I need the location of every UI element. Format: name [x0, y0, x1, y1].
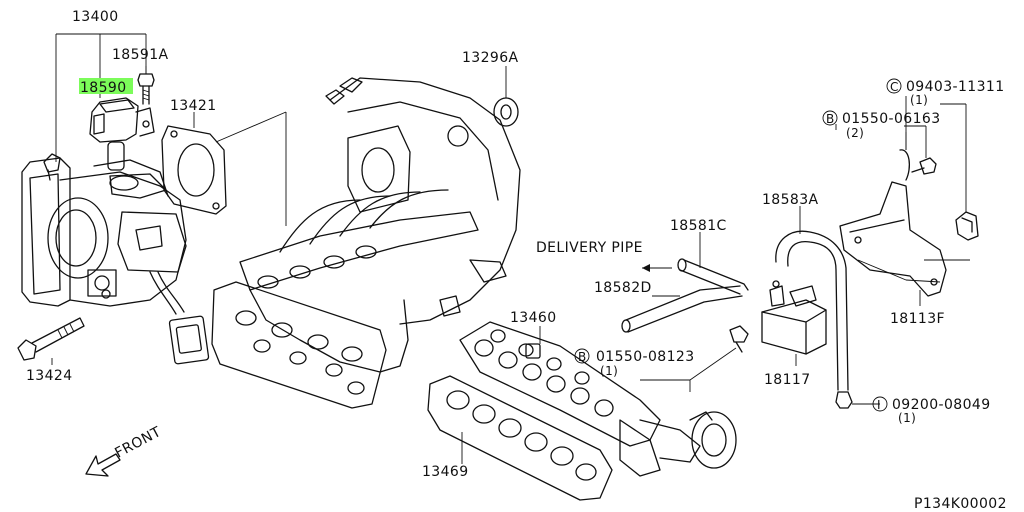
screw-18591A-drawing: [137, 73, 155, 105]
label-18583A[interactable]: 18583A: [762, 192, 819, 208]
front-label: FRONT: [112, 424, 164, 462]
callout-i-number[interactable]: 09200-08049: [892, 397, 991, 413]
front-arrow-icon: [85, 453, 121, 477]
bolt-01550-08123-drawing: [729, 325, 749, 353]
label-18582D[interactable]: 18582D: [594, 280, 652, 296]
callout-b1-qty: (2): [846, 126, 864, 140]
delivery-pipe-label: DELIVERY PIPE: [536, 240, 643, 256]
tps-sensor-18590-drawing: [89, 97, 155, 143]
callout-b2-letter: B: [578, 350, 587, 364]
manifold-gasket-drawing: [211, 281, 387, 409]
gasket-13421-drawing: [161, 125, 227, 215]
clip-09403-11311-drawing: [955, 211, 979, 241]
label-18581C[interactable]: 18581C: [670, 218, 727, 234]
label-13296A[interactable]: 13296A: [462, 50, 519, 66]
diagram-code: P134K00002: [914, 496, 1007, 512]
callout-c-qty: (1): [910, 93, 928, 107]
label-13424[interactable]: 13424: [26, 368, 73, 384]
intake-manifold-drawing: [239, 77, 521, 373]
label-13460[interactable]: 13460: [510, 310, 557, 326]
lower-manifold-13460-drawing: [459, 321, 737, 477]
collector-gasket-13469-drawing: [427, 375, 613, 501]
label-13421[interactable]: 13421: [170, 98, 217, 114]
bracket-18113F-drawing: [839, 149, 947, 297]
label-18590[interactable]: 18590: [80, 80, 127, 96]
callout-i-letter: I: [877, 398, 881, 412]
throttle-body-drawing: [21, 141, 210, 365]
delivery-pipe-arrow: [642, 264, 672, 272]
callout-b2-qty: (1): [600, 364, 618, 378]
hoses-drawing: [621, 230, 853, 409]
callout-c-number[interactable]: 09403-11311: [906, 79, 1005, 95]
bolt-13424-drawing: [17, 317, 85, 361]
label-13469[interactable]: 13469: [422, 464, 469, 480]
label-13400[interactable]: 13400: [72, 9, 119, 25]
grommet-13296A-drawing: [493, 97, 519, 127]
leader-lines: [51, 33, 970, 464]
label-18117[interactable]: 18117: [764, 372, 811, 388]
label-18591A[interactable]: 18591A: [112, 47, 169, 63]
label-18113F[interactable]: 18113F: [890, 311, 945, 327]
bolt-01550-06163-drawing: [911, 157, 937, 175]
callout-i-qty: (1): [898, 411, 916, 425]
callout-b1-letter: B: [826, 112, 835, 126]
callout-c-letter: C: [890, 80, 899, 94]
callout-b1-number[interactable]: 01550-06163: [842, 111, 941, 127]
highlight-18590: [79, 78, 133, 94]
solenoid-18117-drawing: [761, 280, 827, 355]
callout-b2-number[interactable]: 01550-08123: [596, 349, 695, 365]
